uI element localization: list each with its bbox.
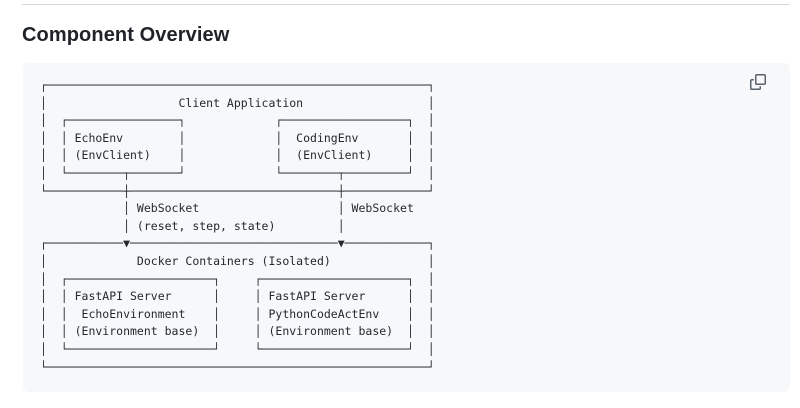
architecture-ascii-diagram: ┌───────────────────────────────────────… bbox=[40, 78, 435, 374]
section-divider bbox=[22, 4, 790, 5]
code-block: ┌───────────────────────────────────────… bbox=[23, 63, 790, 392]
copy-button[interactable] bbox=[748, 72, 768, 92]
page-title: Component Overview bbox=[22, 24, 230, 46]
copy-icon bbox=[750, 74, 766, 90]
